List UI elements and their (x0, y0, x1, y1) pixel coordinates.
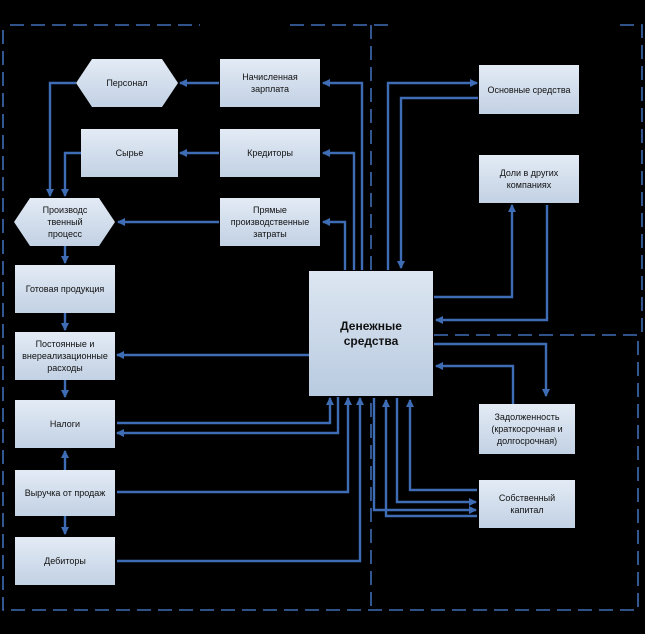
arrow-shares-to-cash (435, 205, 549, 324)
arrow-debt-to-cash (435, 362, 515, 404)
arrow-cash-to-taxes (116, 397, 340, 437)
arrow-cash-to-creditors (322, 149, 356, 270)
node-fixed-assets: Основные средства (479, 65, 579, 114)
arrow-cash-to-shares (434, 204, 516, 299)
node-accrued-salary: Начисленная зарплата (220, 59, 320, 107)
node-direct-costs-label: Прямые производственные затраты (230, 205, 310, 239)
node-shares: Доли в других компаниях (479, 155, 579, 203)
arrow-cash-to-debt (434, 342, 550, 397)
arrow-sales-to-cash (117, 397, 352, 494)
arrow-cash-to-direct (322, 218, 347, 270)
arrow-cash-to-accrued (322, 79, 364, 270)
node-creditors-label: Кредиторы (247, 148, 293, 158)
node-production-process: Производс твенный процесс (22, 198, 108, 246)
production-process-hex-shape (14, 198, 115, 246)
arrow-raw-to-process (61, 151, 81, 197)
node-cash: Денежные средства (309, 271, 433, 396)
node-fixed-assets-label: Основные средства (487, 84, 571, 95)
arrow-equity-to-cash-1 (406, 399, 477, 492)
node-fixed-costs-label: Постоянные и внереализационные расходы (22, 339, 108, 373)
right-top-region-border (620, 24, 643, 335)
node-sales-revenue-label: Выручка от продаж (24, 488, 106, 498)
node-cash-label: Денежные средства (340, 318, 402, 348)
arrows (46, 79, 550, 563)
node-taxes: Налоги (15, 400, 115, 448)
node-taxes-label: Налоги (49, 419, 81, 429)
arrow-taxes-to-cash (117, 397, 334, 425)
node-direct-costs: Прямые производственные затраты (220, 198, 320, 246)
node-debt-label: Задолженность (краткосрочная и долгосроч… (491, 412, 563, 446)
arrow-cash-to-equity-1 (395, 398, 477, 506)
node-debtors-label: Дебиторы (44, 556, 86, 566)
arrow-equity-to-cash-2 (382, 399, 477, 518)
node-shares-label: Доли в других компаниях (499, 168, 559, 190)
node-creditors: Кредиторы (220, 129, 320, 177)
node-personnel: Персонал (80, 59, 174, 107)
node-raw-materials-label: Сырье (115, 148, 144, 158)
node-debt: Задолженность (краткосрочная и долгосроч… (479, 404, 575, 454)
node-accrued-salary-label: Начисленная зарплата (242, 72, 298, 94)
arrow-fixed-assets-to-cash (397, 96, 478, 269)
arrow-debtors-to-cash (117, 397, 364, 563)
node-production-process-label: Производс твенный процесс (42, 205, 88, 239)
personnel-hex-shape (76, 59, 178, 107)
left-region-border (2, 24, 392, 611)
node-equity: Собственный капитал (479, 480, 575, 528)
node-sales-revenue: Выручка от продаж (15, 470, 115, 516)
node-personnel-label: Персонал (106, 78, 148, 88)
right-bottom-region-border (371, 334, 639, 611)
node-equity-label: Собственный капитал (498, 493, 556, 515)
node-debtors: Дебиторы (15, 537, 115, 585)
dashed-region-borders (2, 24, 643, 611)
arrow-cash-to-equity-2 (372, 398, 477, 514)
node-finished-goods-label: Готовая продукция (25, 284, 105, 294)
node-fixed-costs: Постоянные и внереализационные расходы (15, 332, 115, 380)
arrow-personnel-to-process (46, 81, 76, 197)
node-raw-materials: Сырье (81, 129, 178, 177)
arrow-cash-to-fixed-assets (386, 79, 478, 270)
node-finished-goods: Готовая продукция (15, 265, 115, 313)
